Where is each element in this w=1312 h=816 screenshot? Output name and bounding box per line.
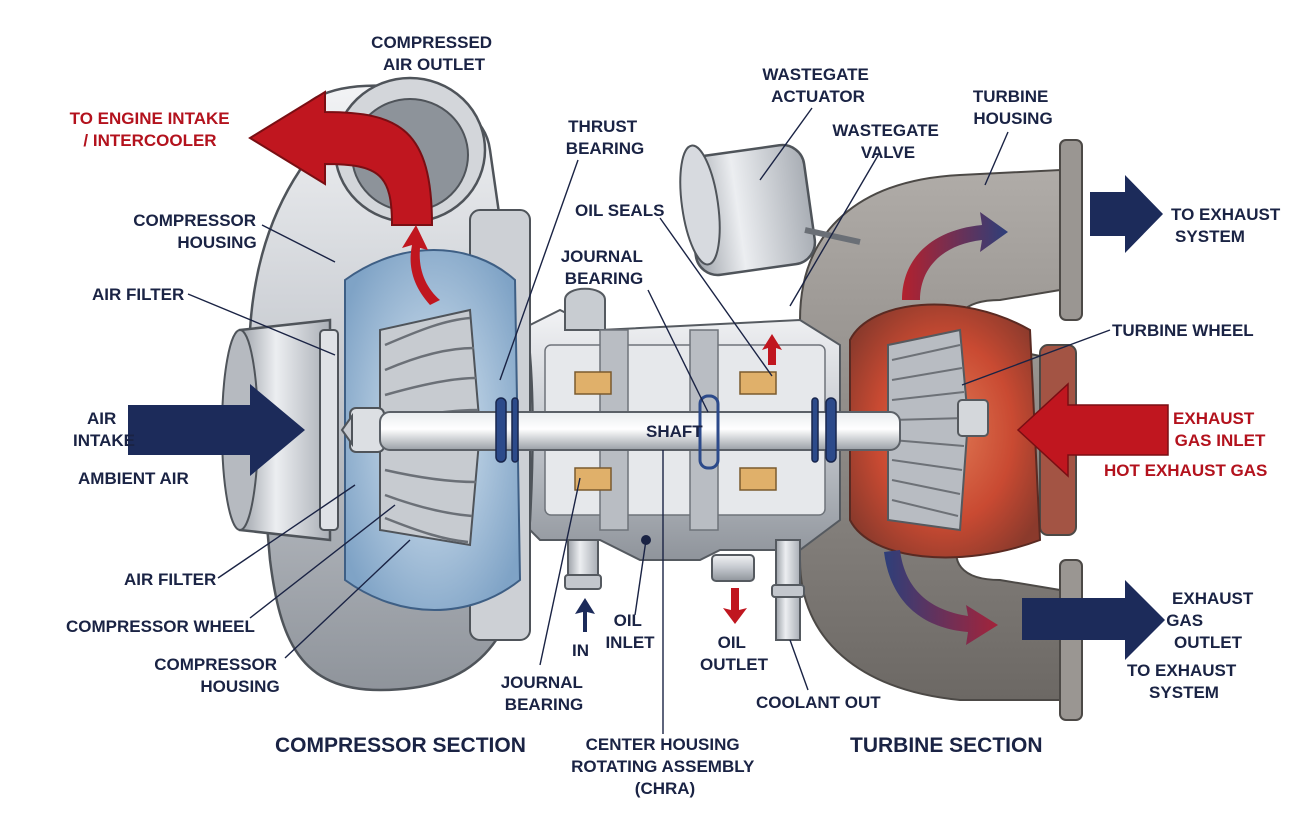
- to-engine-intake-label: TO ENGINE INTAKE / INTERCOOLER: [70, 109, 235, 150]
- to-exhaust-system-bottom-label: TO EXHAUST SYSTEM: [1127, 661, 1241, 702]
- compressor-wheel-label: COMPRESSOR WHEEL: [66, 617, 255, 636]
- turbine-housing-label: TURBINE HOUSING: [973, 87, 1053, 128]
- air-intake-arrow: [128, 384, 305, 476]
- oil-in-arrow: [575, 598, 595, 632]
- oil-out-arrow: [723, 588, 747, 624]
- oil-inlet-pipe: [564, 539, 602, 590]
- turbine-wheel-label: TURBINE WHEEL: [1112, 321, 1254, 340]
- air-filter-top-label: AIR FILTER: [92, 285, 184, 304]
- compressor-section-label: COMPRESSOR SECTION: [275, 734, 526, 757]
- journal-bearing-bottom-label: JOURNAL BEARING: [501, 673, 588, 714]
- wastegate-flow-arrow: [762, 334, 782, 365]
- air-intake-label: AIR INTAKE: [73, 409, 135, 450]
- journal-bearing-top-label: JOURNAL BEARING: [561, 247, 648, 288]
- exhaust-gas-outlet-label: EXHAUST GAS OUTLET: [1166, 589, 1258, 652]
- compressor-housing-bottom-label: COMPRESSOR HOUSING: [154, 655, 282, 696]
- shaft-nut: [340, 407, 385, 453]
- to-exhaust-arrow-top: [1090, 175, 1163, 253]
- exhaust-gas-inlet-label: EXHAUST GAS INLET: [1173, 409, 1266, 450]
- air-filter-ring: [319, 329, 339, 531]
- turbine-flow-arrow-up: [902, 212, 1008, 300]
- thrust-collar: [698, 394, 720, 470]
- turbine-wheel: [887, 328, 989, 532]
- ambient-air-label: AMBIENT AIR: [78, 469, 189, 488]
- chra-label: CENTER HOUSING ROTATING ASSEMBLY (CHRA): [571, 735, 759, 798]
- thrust-bearing-label: THRUST BEARING: [566, 117, 644, 158]
- in-label: IN: [572, 641, 589, 660]
- journal-bearings: [574, 371, 777, 491]
- exhaust-outlet-arrow: [1022, 580, 1165, 660]
- oil-outlet-label: OIL OUTLET: [700, 633, 769, 674]
- coolant-pipe: [771, 539, 805, 641]
- wastegate-valve-label: WASTEGATE VALVE: [832, 121, 943, 162]
- to-engine-arrow: [248, 90, 434, 226]
- coolant-out-label: COOLANT OUT: [756, 693, 881, 712]
- hot-exhaust-gas-label: HOT EXHAUST GAS: [1104, 461, 1267, 480]
- leader-lines: [187, 107, 1111, 734]
- wastegate-actuator-label: WASTEGATE ACTUATOR: [762, 65, 873, 106]
- compressed-air-outlet-label: COMPRESSED AIR OUTLET: [371, 33, 497, 74]
- compressed-air-arrow: [402, 225, 440, 305]
- turbine-section-label: TURBINE SECTION: [850, 734, 1043, 757]
- oil-seal-rings: [495, 397, 837, 463]
- exhaust-inlet-arrow: [1016, 382, 1169, 478]
- oil-inlet-label: OIL INLET: [605, 611, 655, 652]
- wastegate-actuator: [679, 143, 861, 277]
- oil-outlet-plug: [711, 554, 755, 582]
- compressor-housing-top-label: COMPRESSOR HOUSING: [133, 211, 261, 252]
- shaft-label: SHAFT: [646, 422, 703, 441]
- turbine-flow-arrow-down: [884, 550, 998, 645]
- air-filter-bottom-label: AIR FILTER: [124, 570, 216, 589]
- oil-seals-label: OIL SEALS: [575, 201, 664, 220]
- shaft: [379, 411, 901, 451]
- to-exhaust-system-top-label: TO EXHAUST SYSTEM: [1171, 205, 1285, 246]
- oil-inlet-port: [641, 535, 651, 545]
